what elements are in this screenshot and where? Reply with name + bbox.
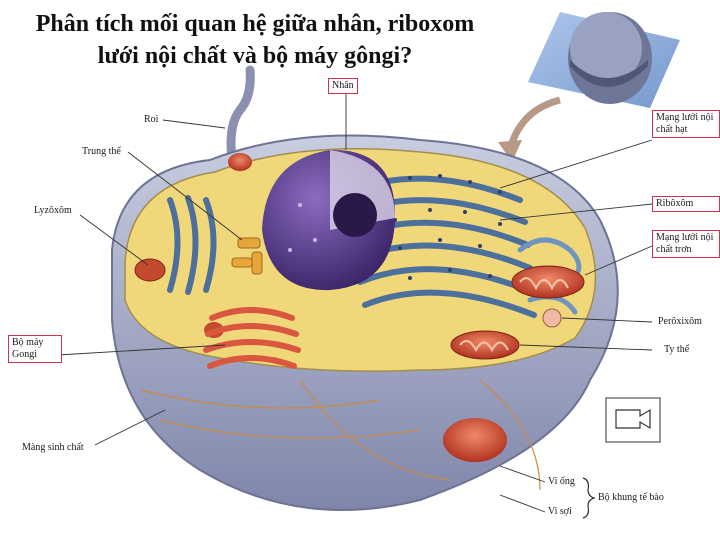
label-plasma-membrane: Màng sinh chất: [22, 442, 84, 454]
lysosome: [135, 259, 165, 281]
title-line-1: Phân tích mối quan hệ giữa nhân, riboxom: [0, 8, 510, 40]
label-mitochondria: Ty thể: [664, 344, 689, 356]
inset-cell-icon: [528, 12, 680, 108]
label-microfilament: Vi sợi: [548, 506, 572, 518]
label-golgi: Bộ máy Gongi: [8, 335, 62, 363]
speaker-icon: [606, 398, 660, 442]
label-peroxisome: Perôxixôm: [658, 316, 702, 328]
label-smooth-er: Mạng lưới nội chất trơn: [652, 230, 720, 258]
peroxisome: [543, 309, 561, 327]
flagellum-icon: [231, 70, 250, 160]
label-rough-er: Mạng lưới nội chất hạt: [652, 110, 720, 138]
label-cytoskeleton: Bộ khung tế bào: [598, 492, 664, 504]
label-flagellum: Roi: [144, 114, 158, 126]
brace-icon: [583, 478, 594, 518]
label-lysosome: Lyzôxôm: [34, 205, 72, 217]
label-nucleus: Nhân: [328, 78, 358, 94]
title-line-2: lưới nội chất và bộ máy gôngi?: [0, 40, 510, 72]
label-microtubule: Vi ống: [548, 476, 575, 488]
label-ribosome: Ribôxôm: [652, 196, 720, 212]
page-title: Phân tích mối quan hệ giữa nhân, riboxom…: [0, 8, 510, 72]
label-centrosome: Trung thể: [82, 146, 121, 158]
